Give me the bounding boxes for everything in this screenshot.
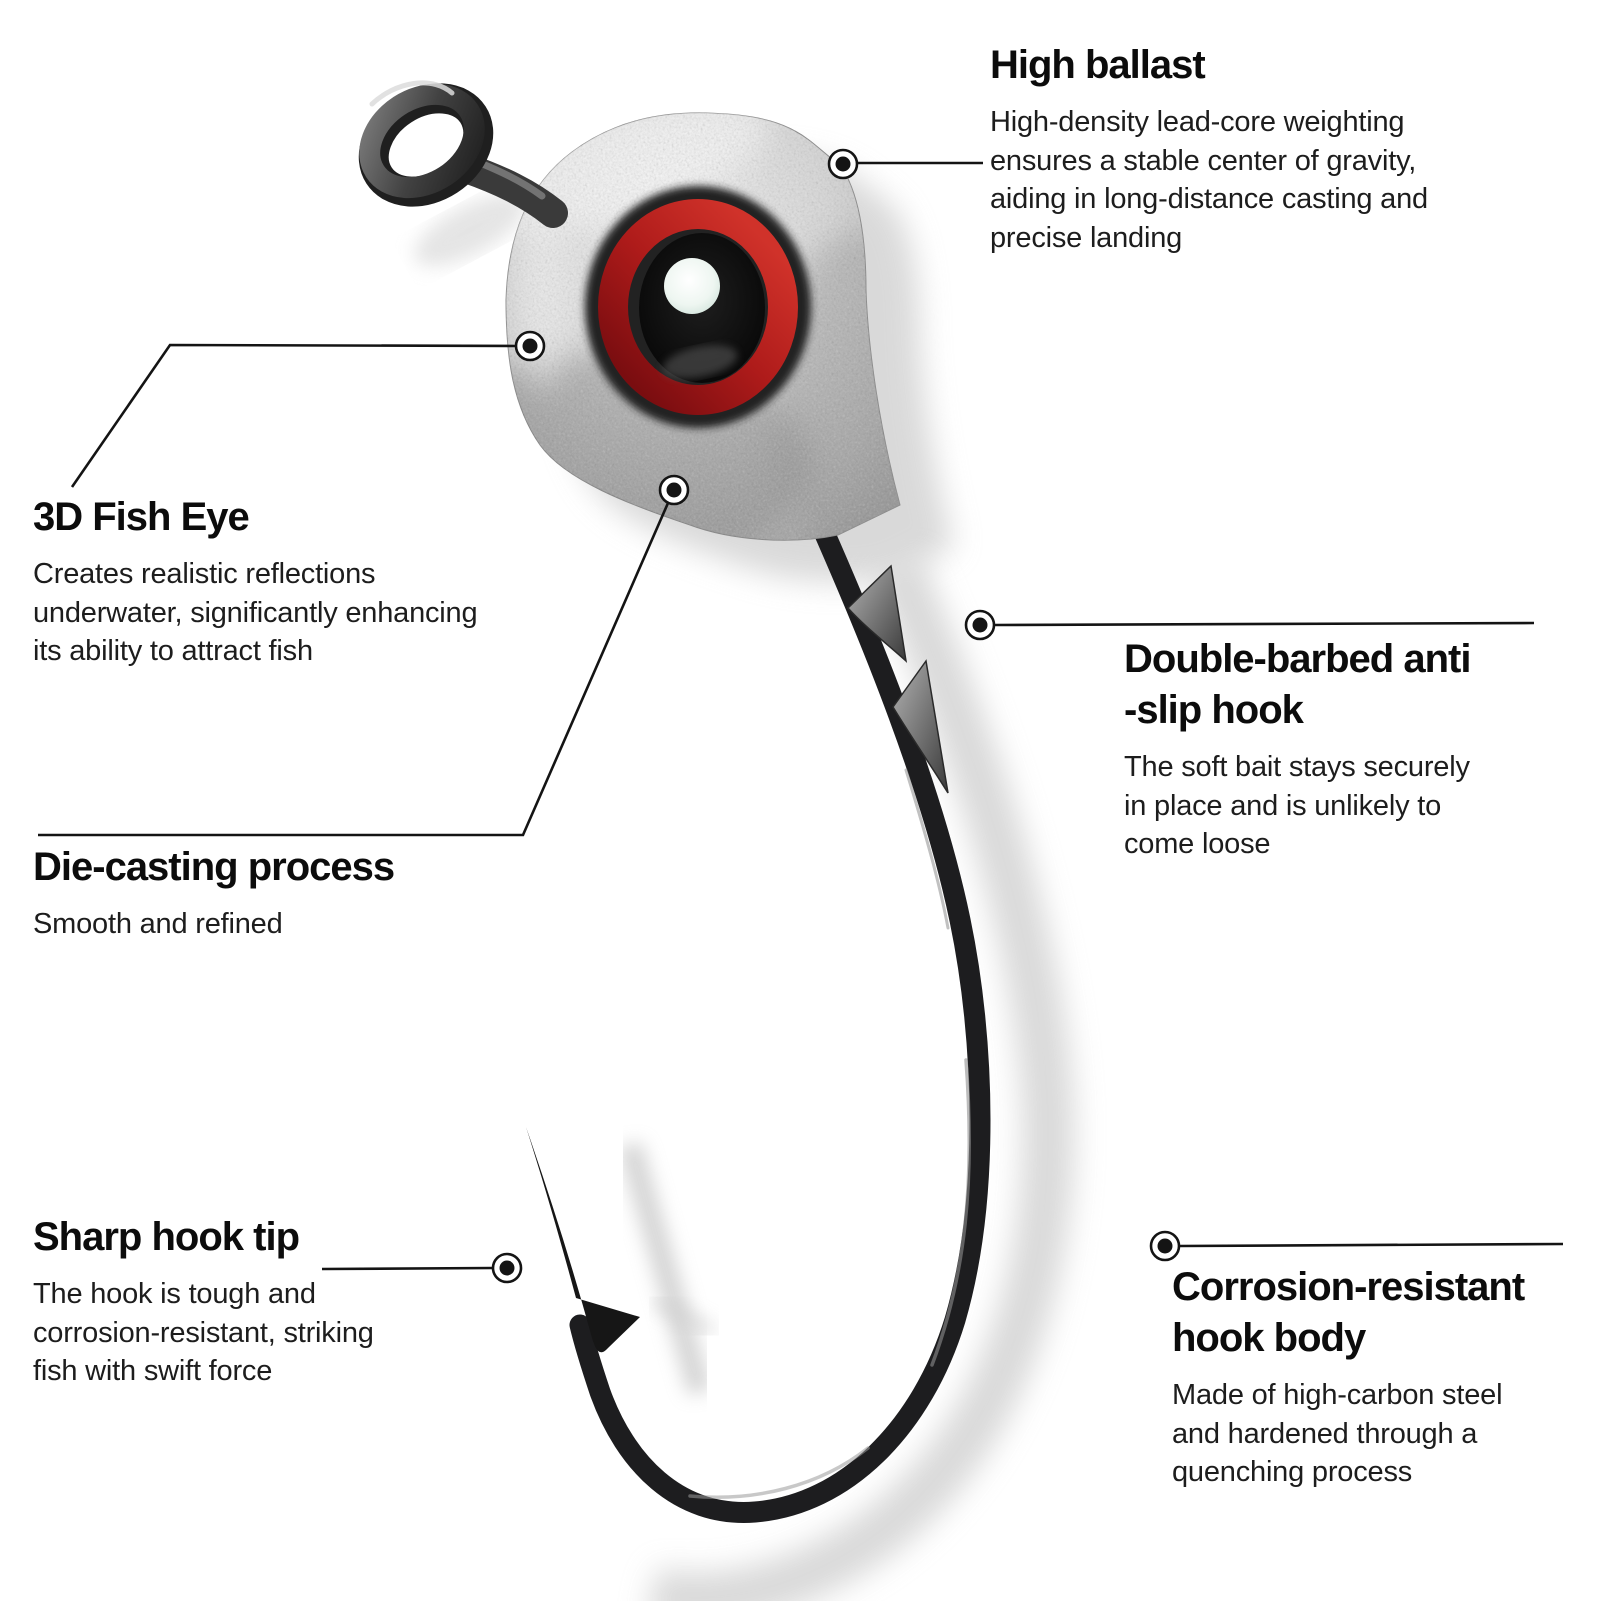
eyelet-shadow bbox=[414, 193, 526, 267]
callout-sharp-tip: Sharp hook tip The hook is tough and cor… bbox=[33, 1212, 374, 1391]
leader-lines bbox=[38, 161, 1564, 1271]
callout-fish-eye: 3D Fish Eye Creates realistic reflection… bbox=[33, 492, 478, 671]
leader-line-double-barbed bbox=[993, 621, 1535, 627]
callout-corrosion: Corrosion-resistant hook body Made of hi… bbox=[1172, 1262, 1525, 1492]
callout-body: Creates realistic reflections underwater… bbox=[33, 558, 478, 667]
eye-pearl-highlight bbox=[664, 258, 720, 314]
leader-line-die-casting bbox=[38, 502, 670, 837]
callout-title: Double-barbed anti -slip hook bbox=[1124, 637, 1471, 732]
callout-high-ballast: High ballast High-density lead-core weig… bbox=[990, 40, 1428, 257]
callout-markers bbox=[491, 148, 1181, 1284]
hook-point-shadow bbox=[618, 1141, 712, 1396]
barb-shadow bbox=[652, 1295, 716, 1337]
callout-title: High ballast bbox=[990, 43, 1206, 87]
callout-marker-die-casting-icon bbox=[658, 474, 690, 506]
callout-double-barbed: Double-barbed anti -slip hook The soft b… bbox=[1124, 634, 1471, 864]
callout-body: The hook is tough and corrosion-resistan… bbox=[33, 1278, 374, 1387]
callout-marker-high-ballast-icon bbox=[827, 148, 859, 180]
callout-title: 3D Fish Eye bbox=[33, 495, 250, 539]
wire-glint bbox=[930, 1058, 972, 1367]
eyelet-ring bbox=[359, 83, 485, 199]
shank-barb-lower bbox=[892, 659, 949, 794]
wire-glint-3 bbox=[688, 1446, 870, 1499]
eye-red-ring bbox=[598, 199, 798, 415]
callout-marker-sharp-tip-icon bbox=[491, 1252, 523, 1284]
eyelet-glint bbox=[369, 80, 455, 107]
hook-shadow bbox=[650, 554, 1075, 1601]
callout-title: Sharp hook tip bbox=[33, 1215, 300, 1259]
pupil-lower-glint bbox=[662, 345, 738, 379]
callout-title: Die-casting process bbox=[33, 845, 395, 889]
wire-glint-2 bbox=[904, 768, 950, 930]
fish-eye-3d bbox=[585, 186, 811, 428]
callout-body: The soft bait stays securely in place an… bbox=[1124, 751, 1470, 860]
leader-line-corrosion bbox=[1178, 1242, 1564, 1248]
hook-wire bbox=[526, 467, 991, 1523]
callout-marker-corrosion-icon bbox=[1149, 1230, 1181, 1262]
shank-barb-upper bbox=[846, 564, 908, 663]
callout-body: Smooth and refined bbox=[33, 908, 283, 940]
callout-body: Made of high-carbon steel and hardened t… bbox=[1172, 1379, 1503, 1488]
callout-marker-double-barbed-icon bbox=[964, 609, 996, 641]
hook-shank-and-bend bbox=[569, 467, 991, 1523]
jig-head bbox=[505, 112, 901, 541]
callout-body: High-density lead-core weighting ensures… bbox=[990, 106, 1428, 254]
line-tie-eyelet bbox=[358, 80, 568, 228]
callout-die-casting: Die-casting process Smooth and refined bbox=[33, 842, 395, 944]
callout-title: Corrosion-resistant hook body bbox=[1172, 1265, 1525, 1360]
callout-marker-fish-eye-icon bbox=[514, 330, 546, 362]
leader-line-fish-eye bbox=[70, 343, 517, 488]
leader-line-sharp-tip bbox=[321, 1266, 494, 1271]
